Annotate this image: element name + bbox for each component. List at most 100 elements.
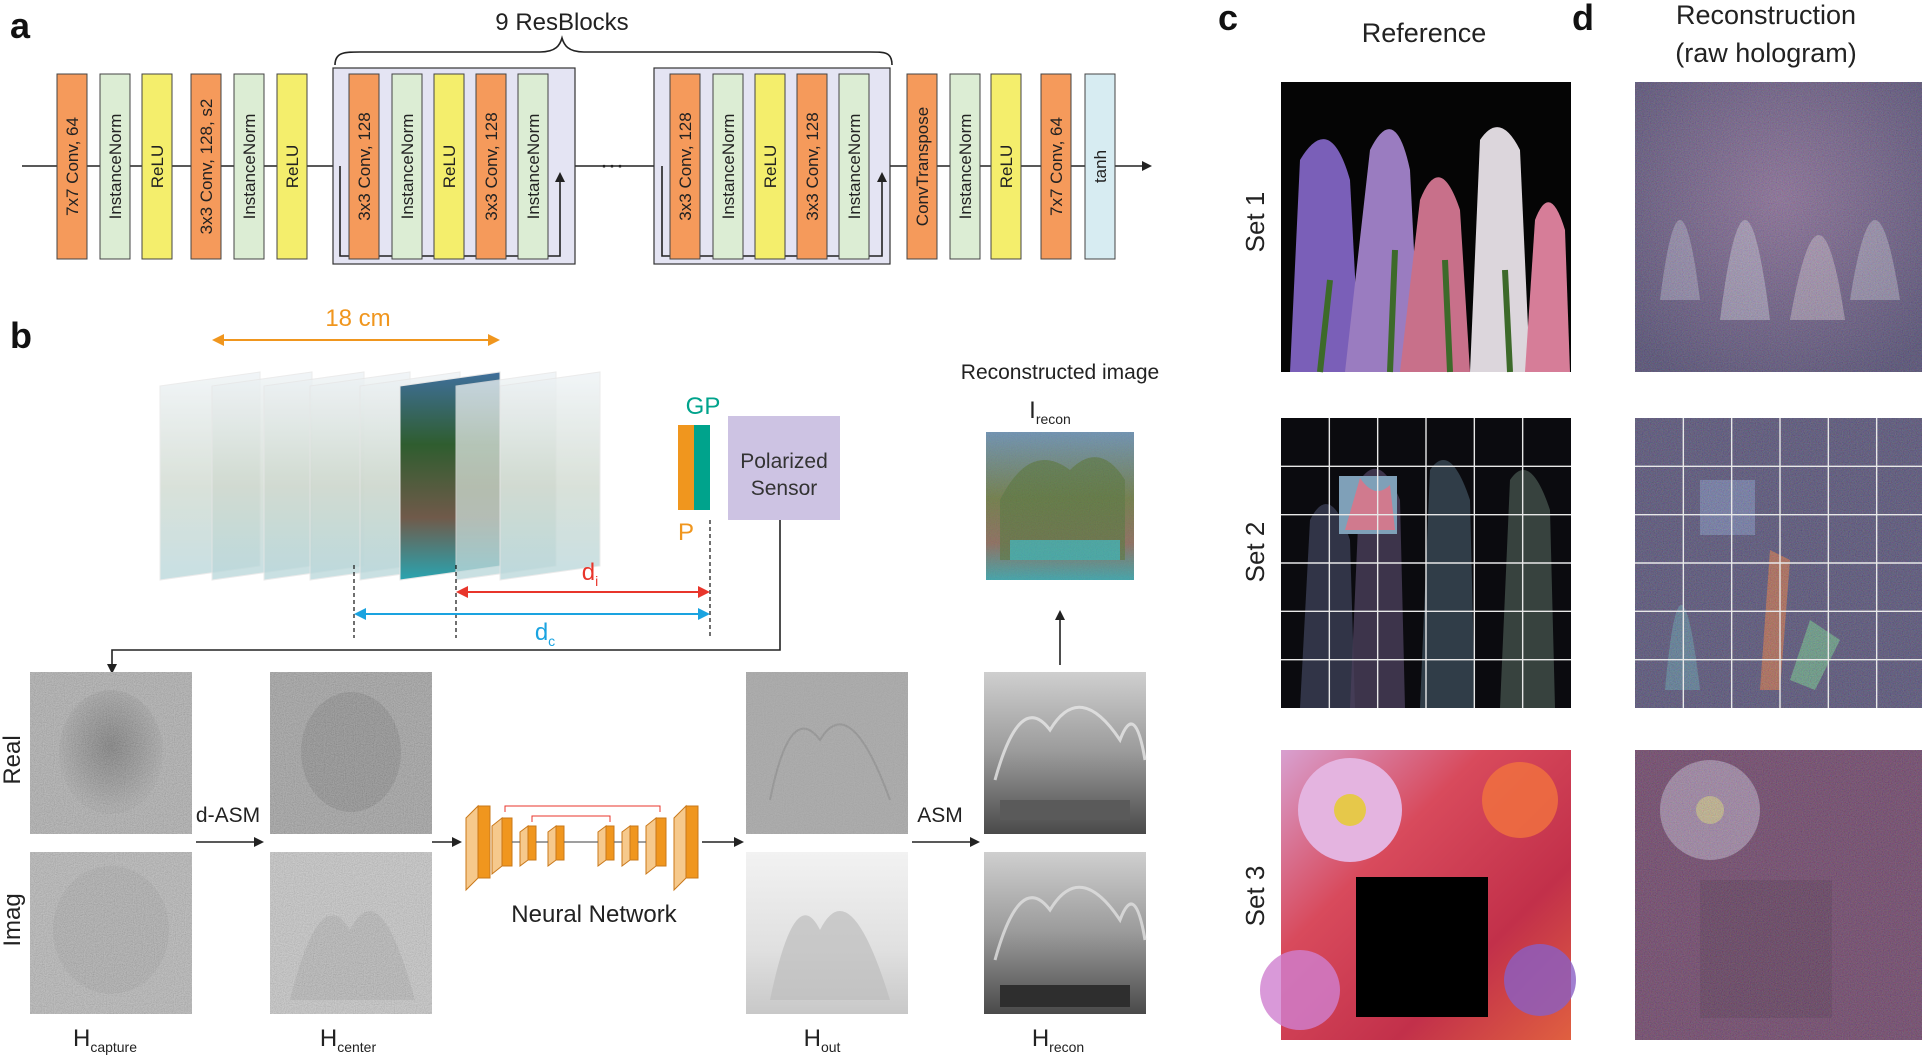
ellipsis: ··· <box>600 152 624 179</box>
arch-resblock9-2-label: ReLU <box>761 145 780 188</box>
arch-resblock9-1-box <box>712 73 744 260</box>
set3-masked-region <box>1356 877 1488 1017</box>
arch-block-right-2-label: ReLU <box>997 145 1016 188</box>
arch-block-left-2-label: ReLU <box>148 145 167 188</box>
arch-block-right-4-label: tanh <box>1091 150 1110 183</box>
arch-resblock1-0: 3x3 Conv, 128 <box>348 73 380 260</box>
set3-reference-image <box>1260 750 1576 1040</box>
sensor-label-line2: Sensor <box>751 477 818 500</box>
arch-block-left-0-box <box>56 73 88 260</box>
resblocks-label: 9 ResBlocks <box>495 9 628 36</box>
arch-resblock9-1-label: InstanceNorm <box>719 114 738 220</box>
arch-block-left-5: ReLU <box>276 73 308 260</box>
arch-block-right-1: InstanceNorm <box>949 73 981 260</box>
h-capture-imag <box>30 852 192 1014</box>
arch-resblock1-1-box <box>391 73 423 260</box>
arch-block-left-2: ReLU <box>141 73 173 260</box>
h-center-imag <box>270 852 432 1014</box>
arch-resblock1-2: ReLU <box>433 73 465 260</box>
panel-letter-d: d <box>1572 0 1594 38</box>
resblocks-brace <box>334 35 893 66</box>
arch-block-right-1-label: InstanceNorm <box>956 114 975 220</box>
arch-resblock1-3-label: 3x3 Conv, 128 <box>482 112 501 220</box>
arch-block-right-3-label: 7x7 Conv, 64 <box>1047 117 1066 216</box>
arch-resblock1-2-box <box>433 73 465 260</box>
arch-block-left-4: InstanceNorm <box>233 73 265 260</box>
arch-blocks: 7x7 Conv, 64 InstanceNorm ReLU 3x3 Conv, 12… <box>56 73 1116 260</box>
reconstructed-image <box>986 432 1134 580</box>
arch-block-left-3-label: 3x3 Conv, 128, s2 <box>197 99 216 235</box>
set1-reconstruction-image <box>1635 82 1922 372</box>
arch-block-left-1-box <box>99 73 131 260</box>
arch-resblock9-2-box <box>754 73 786 260</box>
arch-block-left-0: 7x7 Conv, 64 <box>56 73 88 260</box>
arch-block-left-4-label: InstanceNorm <box>240 114 259 220</box>
col-title-reference: Reference <box>1362 18 1487 48</box>
focal-plane-7 <box>499 371 601 581</box>
nn-label: Neural Network <box>511 901 677 928</box>
arch-block-right-4-box <box>1084 73 1116 260</box>
set-label-2: Set 2 <box>1240 522 1270 583</box>
focal-stack <box>159 371 601 581</box>
arch-resblock1-3-box <box>475 73 507 260</box>
sensor-label-line1: Polarized <box>740 450 828 473</box>
h-out-real <box>746 672 908 834</box>
set-label-1: Set 1 <box>1240 192 1270 253</box>
arch-block-right-2: ReLU <box>990 73 1022 260</box>
d-asm-label: d-ASM <box>196 804 260 827</box>
arch-block-right-4: tanh <box>1084 73 1116 260</box>
arch-block-left-1-label: InstanceNorm <box>106 114 125 220</box>
set2-reference-grid <box>1281 418 1571 708</box>
neural-network-icon <box>465 804 699 892</box>
h-out-label: Hout <box>804 1025 841 1055</box>
arch-resblock9-0-box <box>669 73 701 260</box>
arch-block-right-2-box <box>990 73 1022 260</box>
h-center-label: Hcenter <box>320 1025 377 1055</box>
arch-resblock9-3-label: 3x3 Conv, 128 <box>803 112 822 220</box>
arch-resblock1-3: 3x3 Conv, 128 <box>475 73 507 260</box>
set1-reference-image <box>1281 82 1571 373</box>
panel-letter-c: c <box>1218 0 1238 38</box>
col-title-reconstruction-1: Reconstruction <box>1676 0 1856 30</box>
arch-resblock1-2-label: ReLU <box>440 145 459 188</box>
arch-resblock9-3-box <box>796 73 828 260</box>
arch-resblock1-0-label: 3x3 Conv, 128 <box>355 112 374 220</box>
asm-label: ASM <box>917 804 963 827</box>
arch-block-left-2-box <box>141 73 173 260</box>
arch-block-left-3-box <box>190 73 222 260</box>
arch-block-right-0: ConvTranspose <box>906 73 938 260</box>
arch-block-right-3: 7x7 Conv, 64 <box>1040 73 1072 260</box>
h-recon-label: Hrecon <box>1032 1025 1084 1055</box>
arch-resblock9-0: 3x3 Conv, 128 <box>669 73 701 260</box>
arch-block-left-5-box <box>276 73 308 260</box>
row-label-real: Real <box>0 735 26 784</box>
arch-block-left-5-label: ReLU <box>283 145 302 188</box>
h-out-imag <box>746 852 908 1014</box>
arch-resblock9-4-label: InstanceNorm <box>845 114 864 220</box>
gp-label: GP <box>686 393 721 420</box>
arch-block-left-1: InstanceNorm <box>99 73 131 260</box>
panel-letter-a: a <box>10 5 31 46</box>
h-center-real <box>270 672 432 834</box>
distance-label: 18 cm <box>325 305 390 332</box>
row-label-imag: Imag <box>0 893 26 946</box>
h-capture-label: Hcapture <box>73 1025 137 1055</box>
arch-block-left-4-box <box>233 73 265 260</box>
arch-block-left-0-label: 7x7 Conv, 64 <box>63 117 82 216</box>
dc-label: dc <box>535 619 555 649</box>
arch-block-left-3: 3x3 Conv, 128, s2 <box>190 73 222 260</box>
recon-title: Reconstructed image <box>961 361 1159 384</box>
arch-resblock1-4-label: InstanceNorm <box>524 114 543 220</box>
polarizer-p <box>678 425 694 510</box>
set-label-3: Set 3 <box>1240 866 1270 927</box>
arch-resblock9-2: ReLU <box>754 73 786 260</box>
col-title-reconstruction-2: (raw hologram) <box>1675 38 1857 68</box>
arch-resblock1-4: InstanceNorm <box>517 73 549 260</box>
sensor-to-capture-line <box>107 520 781 674</box>
arch-resblock9-1: InstanceNorm <box>712 73 744 260</box>
arch-resblock9-4-box <box>838 73 870 260</box>
arch-resblock9-4: InstanceNorm <box>838 73 870 260</box>
di-label: di <box>582 559 598 589</box>
h-recon-imag <box>984 852 1147 1014</box>
